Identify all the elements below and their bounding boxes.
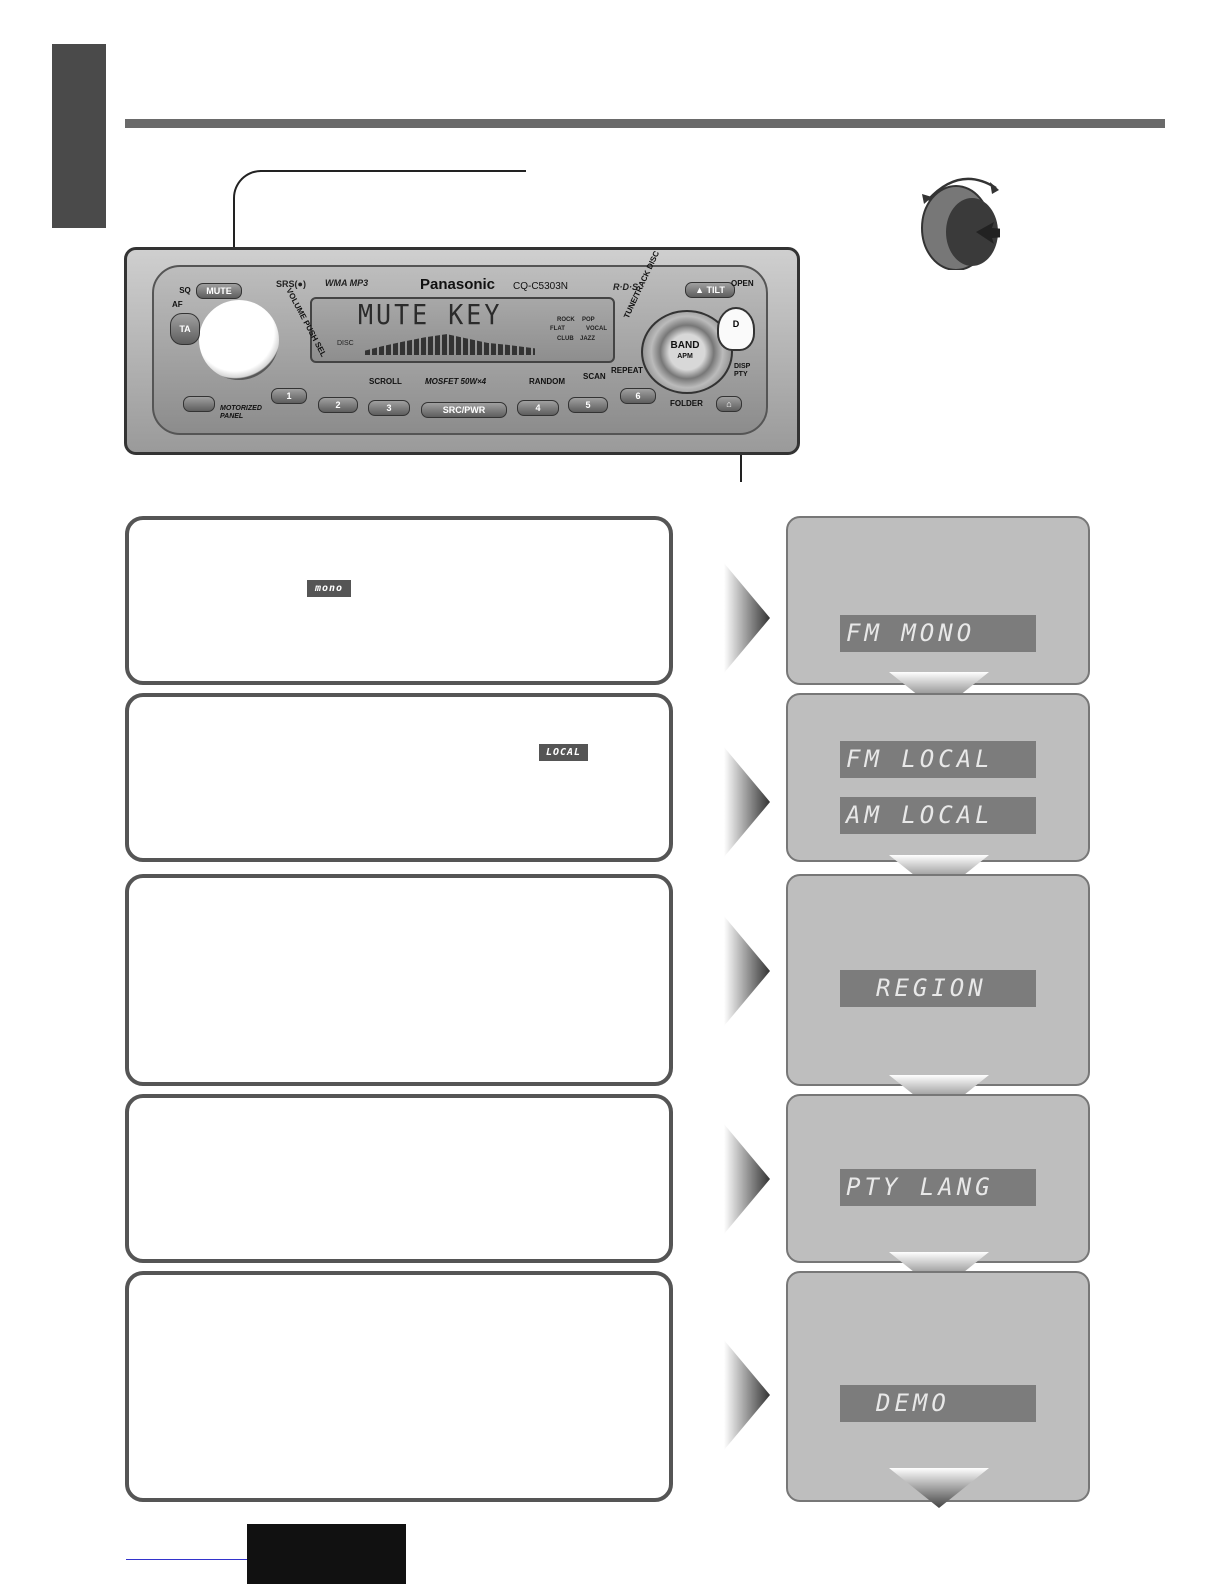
mode-jazz: JAZZ xyxy=(580,336,595,342)
mode-pop: POP xyxy=(582,317,595,323)
leader-line-curve xyxy=(233,170,265,202)
motorized-label: MOTORIZED PANEL xyxy=(220,405,262,420)
tilt-button[interactable]: ▲ TILT xyxy=(685,282,735,298)
disp-pty-label: DISP PTY xyxy=(734,363,751,378)
preset-3-button[interactable]: 3 xyxy=(368,400,410,416)
wma-mp3-logo: WMA MP3 xyxy=(325,278,369,288)
step-panel-4 xyxy=(125,1094,673,1263)
step-panel-2 xyxy=(125,693,673,862)
preset-5-button[interactable]: 5 xyxy=(568,397,608,413)
folder-label: FOLDER xyxy=(670,399,703,408)
mono-badge: mono xyxy=(307,580,351,597)
display-demo: DEMO xyxy=(840,1385,1036,1422)
display-fm-mono: FM MONO xyxy=(840,615,1036,652)
sq-button[interactable]: SQ xyxy=(179,286,191,295)
preset-4-button[interactable]: 4 xyxy=(517,400,559,416)
preset-1-button[interactable]: 1 xyxy=(271,388,307,404)
section-tab xyxy=(52,44,106,228)
leader-line xyxy=(260,170,526,172)
title-rule xyxy=(125,119,1165,128)
open-label: OPEN xyxy=(731,279,754,288)
random-label: RANDOM xyxy=(529,377,565,386)
mode-flat: FLAT xyxy=(550,326,565,332)
volume-knob[interactable] xyxy=(199,300,279,380)
display-region: REGION xyxy=(840,970,1036,1007)
mode-club: CLUB xyxy=(557,336,574,342)
mosfet-label: MOSFET 50W×4 xyxy=(425,377,487,386)
preset-2-button[interactable]: 2 xyxy=(318,397,358,413)
scroll-label: SCROLL xyxy=(369,377,402,386)
display-panel-1 xyxy=(786,516,1090,685)
step-panel-3 xyxy=(125,874,673,1086)
ta-button[interactable]: TA xyxy=(170,313,200,345)
step-arrow-3 xyxy=(724,916,770,1026)
step-panel-1 xyxy=(125,516,673,685)
local-badge: LOCAL xyxy=(539,744,588,761)
repeat-label: REPEAT xyxy=(611,366,643,375)
brand-logo: Panasonic xyxy=(420,276,496,293)
step-arrow-5 xyxy=(724,1340,770,1450)
display-fm-local: FM LOCAL xyxy=(840,741,1036,778)
band-label: BAND xyxy=(670,340,700,351)
motorized-button[interactable] xyxy=(183,396,215,412)
mode-vocal: VOCAL xyxy=(586,326,607,332)
step-arrow-1 xyxy=(724,563,770,673)
display-am-local: AM LOCAL xyxy=(840,797,1036,834)
model-number: CQ-C5303N xyxy=(513,281,569,292)
mute-button[interactable]: MUTE xyxy=(196,283,242,299)
mode-rock: ROCK xyxy=(557,317,575,323)
srs-logo: SRS(●) xyxy=(276,279,306,289)
disc-indicator: DISC xyxy=(337,340,354,347)
rds-logo: R·D·S xyxy=(613,282,638,292)
lcd-text: MUTE KEY xyxy=(358,298,503,331)
d-button[interactable]: D xyxy=(717,307,755,351)
scan-label: SCAN xyxy=(583,372,606,381)
af-label: AF xyxy=(172,300,183,309)
preset-6-button[interactable]: 6 xyxy=(620,388,656,404)
eject-home-button[interactable]: ⌂ xyxy=(716,396,742,412)
apm-label: APM xyxy=(677,353,693,360)
step-arrow-4 xyxy=(724,1124,770,1234)
step-arrow-2 xyxy=(724,747,770,857)
src-pwr-button[interactable]: SRC/PWR xyxy=(421,402,507,418)
footer-page-block xyxy=(247,1524,406,1584)
display-pty-lang: PTY LANG xyxy=(840,1169,1036,1206)
step-panel-5 xyxy=(125,1271,673,1502)
footer-link-line[interactable] xyxy=(126,1559,266,1560)
rotary-knob-icon xyxy=(921,177,1000,270)
